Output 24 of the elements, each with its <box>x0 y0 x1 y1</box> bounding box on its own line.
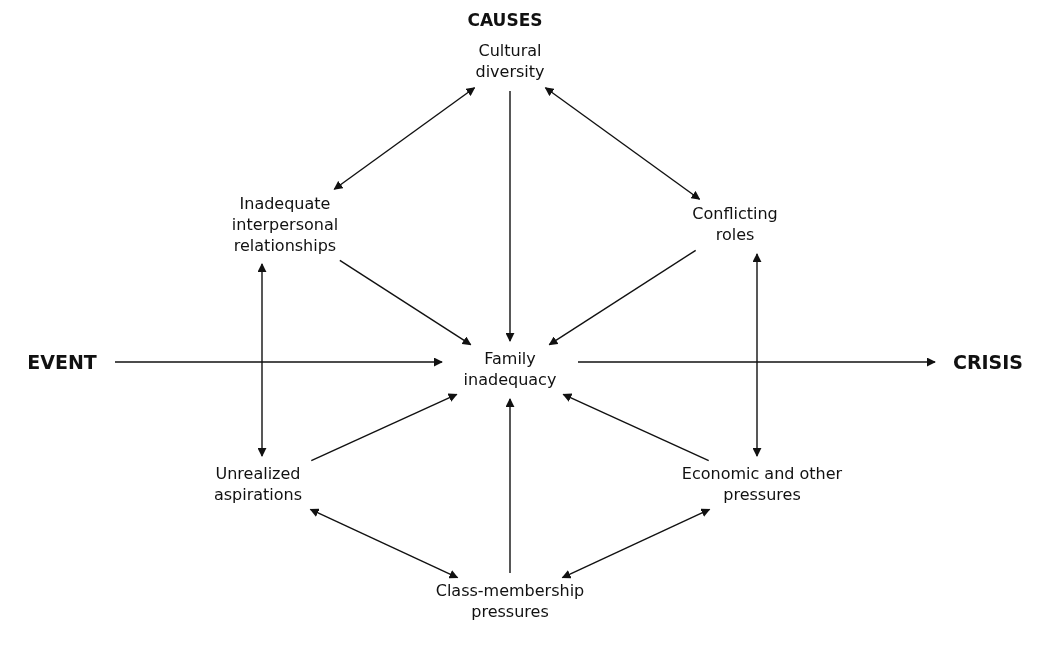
arrow <box>505 90 515 342</box>
arrow <box>333 87 476 190</box>
arrow <box>309 508 459 579</box>
arrow <box>577 357 936 367</box>
arrow <box>114 357 443 367</box>
arrow <box>257 263 267 457</box>
factor-label: Economic and other pressures <box>677 464 847 506</box>
arrow <box>505 398 515 574</box>
arrow <box>310 393 458 462</box>
arrow <box>752 253 762 457</box>
factor-label: Unrealized aspirations <box>193 464 323 506</box>
stage-label: EVENT <box>17 349 107 375</box>
heading-label: CAUSES <box>467 10 543 30</box>
arrow <box>562 393 710 462</box>
arrow <box>544 87 701 200</box>
factor-label: Cultural diversity <box>450 41 570 83</box>
arrow <box>548 249 697 346</box>
stage-label: CRISIS <box>943 349 1033 375</box>
factor-label: Conflicting roles <box>675 204 795 246</box>
factor-label: Family inadequacy <box>450 349 570 391</box>
arrow <box>561 508 711 579</box>
arrow <box>339 259 472 346</box>
factor-label: Inadequate interpersonal relationships <box>200 193 370 257</box>
factor-label: Class-membership pressures <box>415 581 605 623</box>
